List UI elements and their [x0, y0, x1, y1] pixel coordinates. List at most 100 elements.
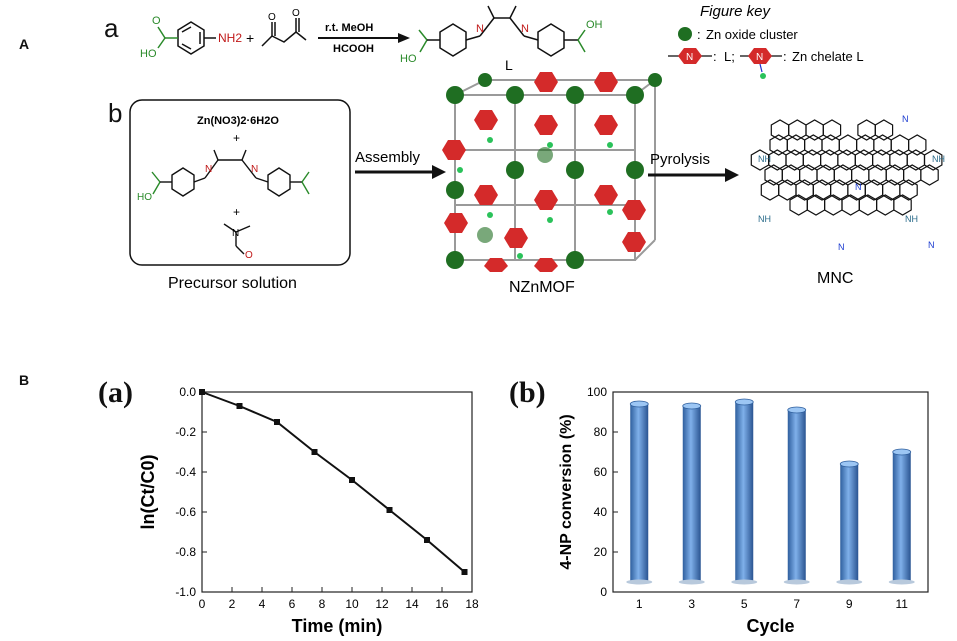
precursor-box [129, 99, 351, 266]
plot-frame [612, 391, 929, 593]
figure-key-title: Figure key [700, 3, 772, 20]
x-tick-label: 3 [688, 597, 695, 611]
x-tick-label: 4 [259, 597, 266, 611]
y-tick-label: 20 [594, 545, 608, 559]
zn-cluster-key-label: Zn oxide cluster [706, 27, 798, 42]
bar-base [731, 579, 758, 585]
mnc-hexagon [907, 134, 927, 156]
svg-text:NH: NH [758, 154, 771, 164]
svg-text:N: N [205, 164, 212, 175]
mnc-hexagon [899, 179, 918, 201]
mnc-hexagon [838, 134, 858, 156]
panel-a-sub-a: a [104, 13, 119, 43]
y-tick-label: -0.6 [175, 505, 196, 519]
chelate-key-icon [748, 48, 772, 64]
panel-a-letter: A [19, 36, 30, 52]
bar [892, 452, 911, 582]
data-point [236, 403, 243, 409]
y-tick-label: 0.0 [179, 385, 196, 399]
condition-bottom: HCOOH [333, 43, 374, 55]
mnc-hexagon [890, 134, 910, 156]
plus-sign: + [246, 30, 254, 46]
data-point [461, 569, 468, 575]
y-tick-label: 60 [594, 465, 608, 479]
y-tick-label: 100 [587, 385, 607, 399]
bar-base [626, 579, 653, 585]
bar-cap [892, 448, 912, 456]
x-axis-label: Time (min) [292, 616, 383, 636]
x-tick-label: 1 [636, 597, 643, 611]
svg-text:+: + [233, 205, 240, 219]
y-tick-label: -1.0 [175, 585, 196, 599]
svg-text:+: + [233, 131, 240, 145]
mnc-hexagon [920, 164, 939, 186]
ligand-n1: N [476, 23, 484, 35]
x-tick-label: 9 [846, 597, 853, 611]
mnc-hexagon [822, 119, 842, 141]
bar [735, 402, 754, 582]
ligand-key-label: L; [724, 49, 735, 64]
chelate-key-label: Zn chelate L [792, 49, 864, 64]
svg-text:O: O [268, 12, 276, 23]
svg-text:N: N [928, 240, 935, 250]
mnc-hexagon [769, 134, 788, 156]
mnc-hexagon [823, 194, 843, 216]
y-tick-label: 40 [594, 505, 608, 519]
mnc-hexagon [789, 194, 808, 216]
bar [630, 404, 649, 582]
mnc-hexagon [803, 134, 823, 156]
y-tick-label: 0 [600, 585, 607, 599]
mnc-hexagon [786, 134, 806, 156]
panel-b-letter: B [19, 372, 30, 388]
zn-salt-label: Zn(NO3)2·6H2O [197, 115, 279, 127]
x-axis-label: Cycle [746, 616, 794, 636]
bar-cap [734, 398, 754, 406]
data-point [424, 537, 430, 543]
panel-b-sub-b: (b) [509, 376, 546, 409]
mnc-hexagon [875, 194, 895, 216]
ligand-caption: L [505, 57, 513, 73]
svg-text:O: O [245, 250, 253, 261]
svg-text::: : [697, 27, 701, 42]
plot-frame [201, 391, 473, 593]
bar-base [888, 579, 915, 585]
x-tick-label: 12 [375, 597, 389, 611]
aminobenzoic-acid-structure [157, 21, 216, 55]
scheme-canvas: HO O NH2 + O O r.t. MeOH HCOOH HO OH N N… [129, 3, 945, 296]
assembly-label: Assembly [355, 149, 421, 166]
y-tick-label: 80 [594, 425, 608, 439]
mof-framework [442, 72, 662, 272]
bar-cap [682, 402, 702, 410]
ligand-key-icon [678, 48, 702, 64]
mnc-hexagon [857, 119, 876, 141]
svg-text::: : [783, 49, 787, 64]
svg-text:N: N [756, 52, 763, 63]
mnc-hexagon [858, 194, 878, 216]
precursor-ligand-structure [151, 149, 310, 197]
panel-a-sub-b: b [108, 98, 123, 128]
bar-base [678, 579, 705, 585]
mnc-hexagon [874, 119, 894, 141]
svg-text:N: N [232, 228, 239, 239]
mnc-hexagon [805, 119, 824, 141]
y-axis-label: 4-NP conversion (%) [558, 414, 575, 569]
x-tick-label: 0 [199, 597, 206, 611]
ligand-n2: N [521, 23, 529, 35]
bar-cap [787, 406, 807, 414]
svg-text:N: N [251, 164, 258, 175]
mnc-hexagon [923, 149, 943, 171]
svg-text:N: N [686, 52, 693, 63]
bar [787, 410, 806, 582]
mnc-hexagon [788, 119, 807, 141]
data-point [386, 507, 393, 513]
svg-text::: : [713, 49, 717, 64]
y-tick-label: -0.2 [175, 425, 196, 439]
mnc-caption: MNC [817, 270, 853, 287]
x-tick-label: 11 [896, 597, 909, 611]
zn-cluster-key-icon [678, 27, 692, 41]
precursor-caption: Precursor solution [168, 275, 297, 292]
x-tick-label: 10 [345, 597, 359, 611]
oh-right-label: OH [586, 19, 603, 31]
